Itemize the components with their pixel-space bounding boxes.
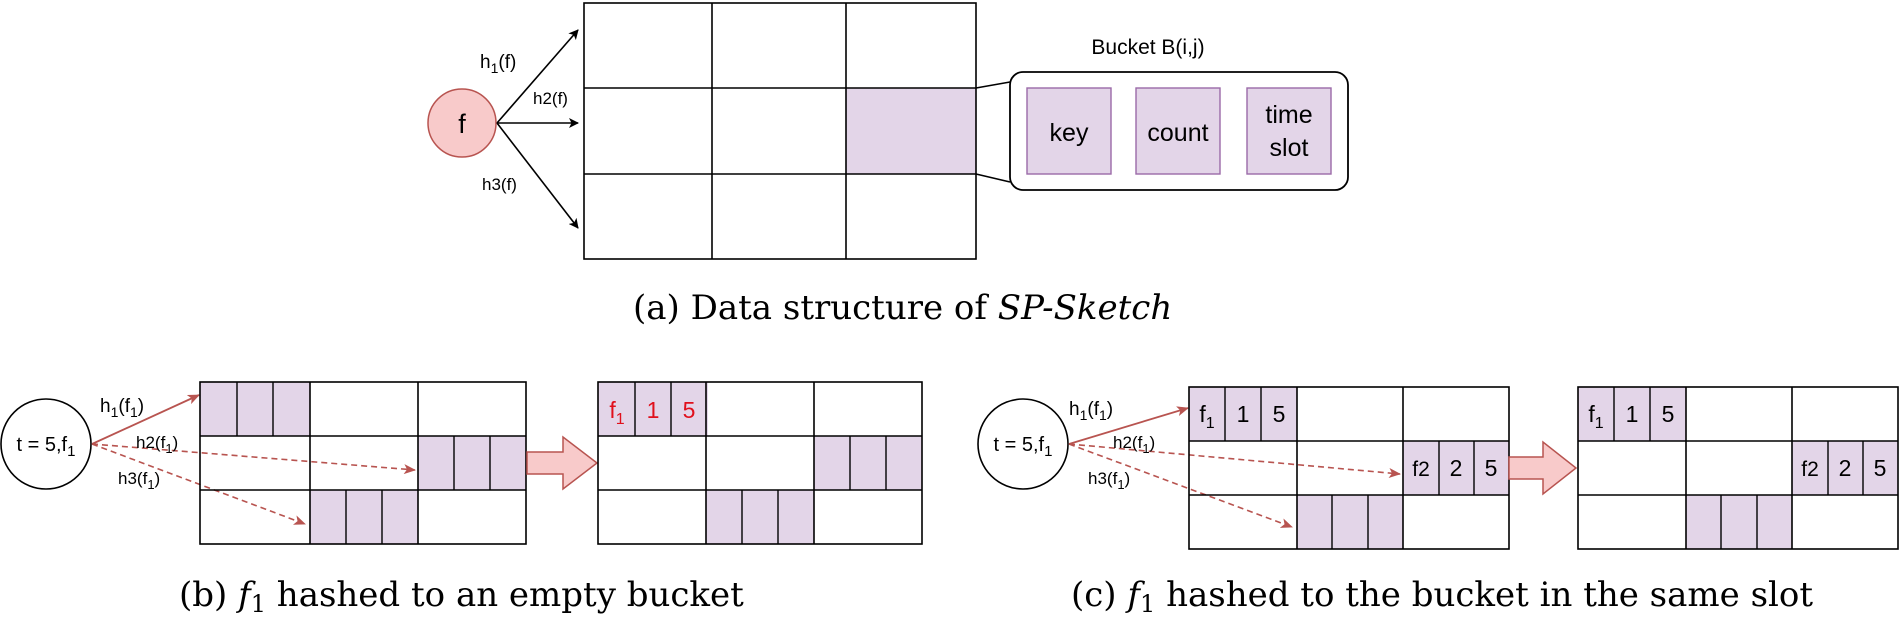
entry-c2-key: f2: [1412, 458, 1430, 481]
entry-b-count: 1: [647, 397, 660, 423]
hash-arrow-b-h1: [91, 394, 200, 445]
sketch-grid-b-before: [199, 381, 527, 545]
entry-c2-slot: 5: [1485, 455, 1498, 481]
flow-node-c: [977, 398, 1069, 490]
panel-a: f h1(f) h2(f) h3(f) Bucket B(i,j) key: [427, 2, 1349, 328]
caption-b: (b) f1 hashed to an empty bucket: [179, 575, 744, 618]
panel-b: t = 5,f1 h1(f1) h2(f1) h3(f1): [0, 381, 923, 618]
hash-arrows-c: [1068, 406, 1401, 528]
hash-label-b-h1: h1(f1): [100, 396, 144, 420]
entry-c4-slot: 5: [1874, 455, 1887, 481]
highlighted-bucket: [846, 88, 976, 174]
entry-c1-key: f1: [1199, 401, 1214, 432]
bucket-title: Bucket B(i,j): [1091, 36, 1204, 59]
entry-c2-count: 2: [1450, 455, 1463, 481]
entries-c-before: f1 1 5 f2 2 5: [1199, 401, 1497, 481]
entry-c4-count: 2: [1839, 455, 1852, 481]
hash-label-c-h1: h1(f1): [1069, 399, 1113, 423]
hash-arrows-a: [496, 29, 579, 229]
panel-c: t = 5,f1 h1(f1) h2(f1) h3(f1) f1: [977, 386, 1899, 618]
caption-a: (a) Data structure of SP-Sketch: [633, 288, 1172, 328]
flow-node-f: [427, 88, 497, 158]
field-time-label: time: [1265, 101, 1312, 129]
entry-c1-slot: 5: [1273, 401, 1286, 427]
hash-arrow-h1: [496, 29, 579, 124]
hash-label-h1: h1(f): [480, 52, 516, 76]
bucket-field-count: count: [1135, 87, 1221, 175]
bucket-field-key: key: [1026, 87, 1112, 175]
entry-c3-slot: 5: [1662, 401, 1675, 427]
flow-node-label: f: [458, 109, 466, 139]
field-slot-label: slot: [1270, 134, 1309, 162]
hash-arrows-b: [91, 394, 416, 525]
sketch-grid-c-before: [1188, 386, 1510, 550]
entry-c4-key: f2: [1801, 458, 1819, 481]
sketch-grid-c-after: [1577, 386, 1899, 550]
sketch-grid-a: [583, 2, 977, 260]
flow-node-b: [0, 398, 92, 490]
hash-label-h2: h2(f): [533, 89, 568, 108]
hash-arrow-b-h2: [91, 443, 416, 475]
hash-label-c-h2: h2(f1): [1113, 433, 1155, 456]
entry-c1-count: 1: [1237, 401, 1250, 427]
hash-label-b-h3: h3(f1): [118, 469, 160, 492]
bucket-field-time-slot: time slot: [1246, 87, 1332, 175]
entry-b-slot: 5: [683, 397, 696, 423]
result-entry-b: f1 1 5: [609, 397, 695, 428]
caption-c: (c) f1 hashed to the bucket in the same …: [1071, 575, 1813, 618]
entry-c3-count: 1: [1626, 401, 1639, 427]
hash-arrow-h3: [496, 122, 579, 229]
transition-arrow-b: [526, 435, 599, 491]
hash-arrow-c-h2: [1068, 443, 1401, 478]
sketch-grid-b-after: [597, 381, 923, 545]
flow-node-c-label: t = 5,f1: [994, 434, 1053, 460]
entry-c3-key: f1: [1588, 401, 1603, 432]
hash-arrow-c-h1: [1068, 406, 1189, 445]
bucket-zoom-lines: [975, 81, 1011, 183]
hash-label-c-h3: h3(f1): [1088, 469, 1130, 492]
transition-arrow-c: [1508, 440, 1578, 496]
hash-label-h3: h3(f): [482, 175, 517, 194]
flow-node-b-label: t = 5,f1: [17, 434, 76, 460]
entries-c-after: f1 1 5 f2 2 5: [1588, 401, 1886, 481]
field-count-label: count: [1147, 119, 1208, 147]
field-key-label: key: [1050, 119, 1089, 147]
hash-arrow-b-h3: [91, 443, 306, 525]
hash-label-b-h2: h2(f1): [136, 433, 178, 456]
entry-b-key: f1: [609, 397, 624, 428]
